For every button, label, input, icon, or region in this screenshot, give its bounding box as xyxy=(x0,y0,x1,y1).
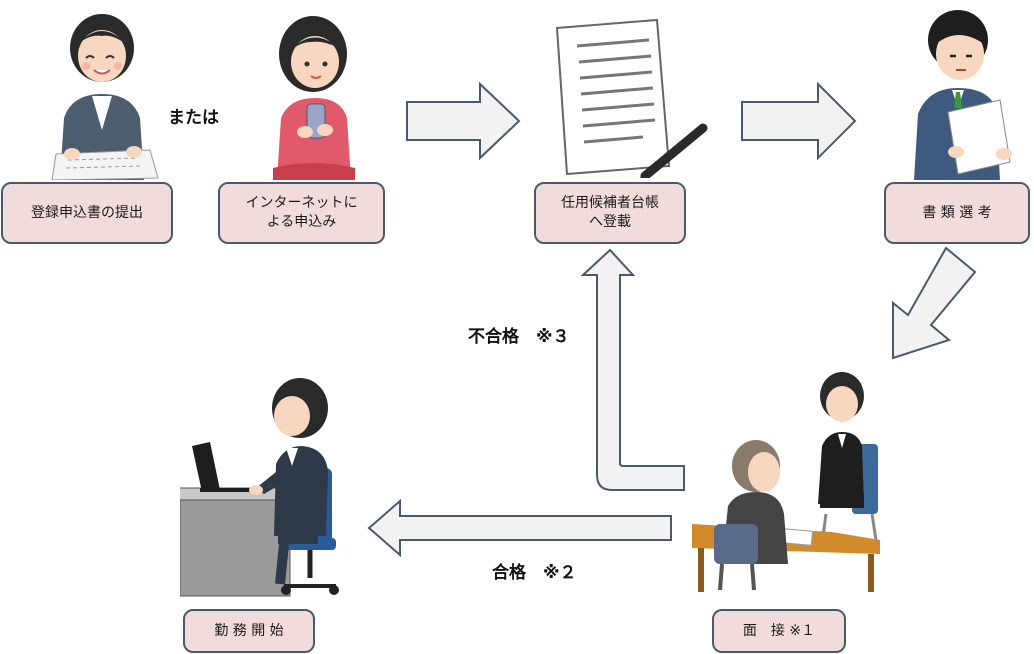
arrow-up-to-register xyxy=(580,248,685,491)
woman-with-smartphone-illustration xyxy=(273,16,355,180)
interview-scene-illustration xyxy=(692,372,880,592)
woman-working-at-computer-illustration xyxy=(180,378,339,597)
man-reviewing-documents-illustration xyxy=(914,10,1012,180)
or-label: または xyxy=(168,108,219,128)
pass-label: 合格 ※２ xyxy=(492,563,577,583)
step-document-screening: 書 類 選 考 xyxy=(884,182,1030,244)
woman-submitting-form-illustration xyxy=(51,14,159,180)
step-internet-application: インターネットに よる申込み xyxy=(218,182,385,244)
arrow-down-to-interview xyxy=(892,246,977,360)
step-register-candidate-list: 任用候補者台帳 へ登載 xyxy=(534,182,686,244)
arrow-right-to-screening xyxy=(741,81,857,161)
fail-label: 不合格 ※３ xyxy=(468,327,570,347)
document-with-pen-illustration xyxy=(555,18,708,178)
step-interview: 面 接 ※１ xyxy=(712,609,846,653)
arrow-right-to-register xyxy=(406,81,521,161)
arrow-left-to-start xyxy=(367,498,672,558)
step-start-work: 勤 務 開 始 xyxy=(183,609,315,653)
step-submit-form: 登録申込書の提出 xyxy=(1,182,173,244)
